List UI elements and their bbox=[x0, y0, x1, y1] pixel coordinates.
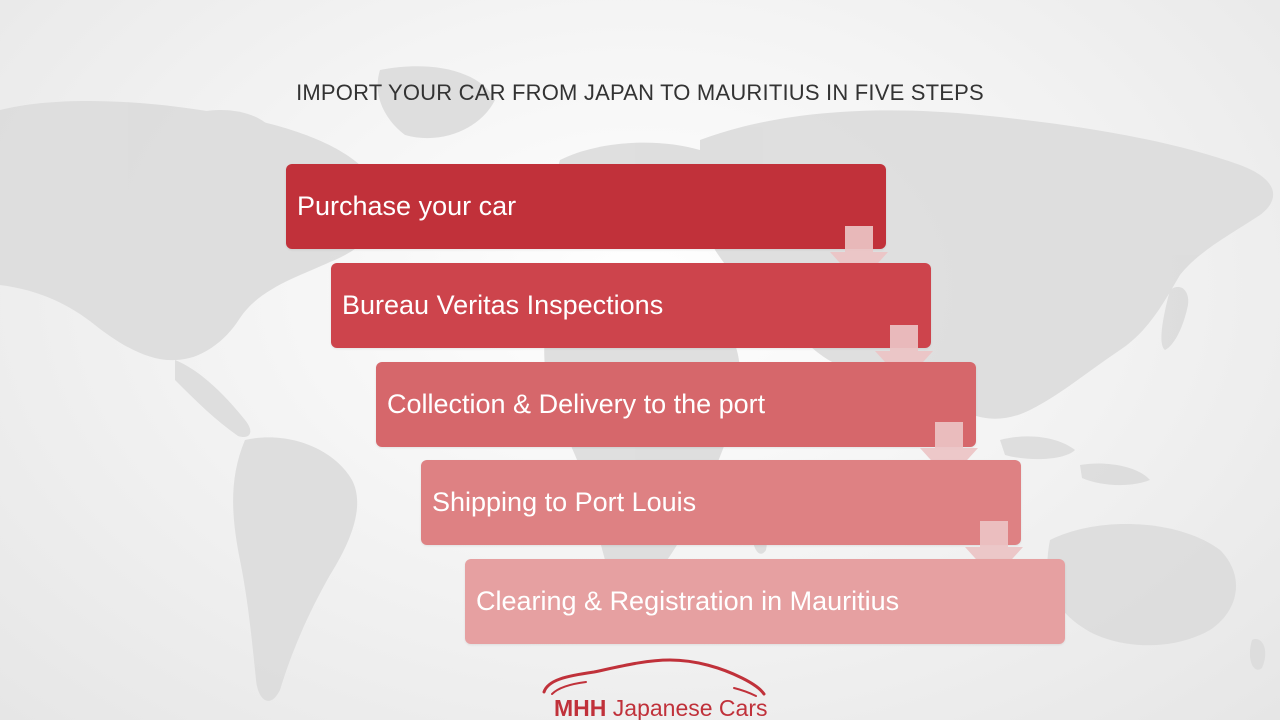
step-label: Shipping to Port Louis bbox=[432, 487, 697, 517]
down-arrow-icon bbox=[830, 226, 888, 284]
car-silhouette-icon bbox=[542, 658, 766, 697]
step-label: Purchase your car bbox=[297, 191, 517, 221]
step-3-collection: Collection & Delivery to the port bbox=[376, 362, 976, 447]
page-title: IMPORT YOUR CAR FROM JAPAN TO MAURITIUS … bbox=[296, 80, 984, 105]
logo-subtext: Japanese Cars bbox=[612, 695, 768, 720]
down-arrow-icon bbox=[920, 422, 978, 480]
logo-brand: MHH bbox=[554, 695, 607, 720]
logo-text: MHH Japanese Cars bbox=[554, 695, 767, 720]
company-logo: MHH Japanese Cars bbox=[538, 658, 778, 720]
step-1-purchase: Purchase your car bbox=[286, 164, 886, 249]
step-label: Clearing & Registration in Mauritius bbox=[476, 586, 900, 616]
down-arrow-icon bbox=[875, 325, 933, 383]
step-2-inspection: Bureau Veritas Inspections bbox=[331, 263, 931, 348]
down-arrow-icon bbox=[965, 521, 1023, 579]
step-label: Collection & Delivery to the port bbox=[387, 389, 766, 419]
step-label: Bureau Veritas Inspections bbox=[342, 290, 664, 320]
step-4-shipping: Shipping to Port Louis bbox=[421, 460, 1021, 545]
step-5-clearing: Clearing & Registration in Mauritius bbox=[465, 559, 1065, 644]
